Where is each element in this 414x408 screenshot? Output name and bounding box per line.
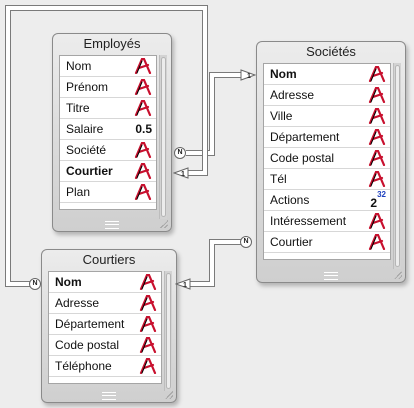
field-row[interactable]: Salaire 0.5 xyxy=(60,119,156,140)
field-name: Adresse xyxy=(55,296,100,310)
field-row[interactable]: Courtier xyxy=(60,161,156,182)
field-name: Nom xyxy=(270,67,297,81)
field-name: Adresse xyxy=(270,88,315,102)
many-marker[interactable]: N xyxy=(240,236,252,248)
alpha-type-icon xyxy=(368,107,386,125)
field-name: Plan xyxy=(66,185,91,199)
integer-type-icon: 232 xyxy=(370,190,386,210)
field-name: Département xyxy=(55,317,125,331)
field-row[interactable]: Nom xyxy=(49,272,161,293)
alpha-type-icon xyxy=(139,336,157,354)
alpha-type-icon xyxy=(134,57,152,75)
alpha-type-icon xyxy=(139,357,157,375)
field-row[interactable]: Tél xyxy=(264,169,390,190)
svg-text:1: 1 xyxy=(247,73,251,80)
table-title: Employés xyxy=(83,36,141,51)
field-row[interactable]: Adresse xyxy=(49,293,161,314)
field-row[interactable]: Département xyxy=(49,314,161,335)
one-arrow-icon[interactable]: 1 xyxy=(240,69,256,81)
alpha-type-icon xyxy=(134,78,152,96)
field-name: Téléphone xyxy=(55,359,112,373)
field-name: Code postal xyxy=(55,338,120,352)
field-name: Actions xyxy=(270,193,310,207)
field-name: Nom xyxy=(66,59,92,73)
field-name: Salaire xyxy=(66,122,104,136)
field-row[interactable]: Nom xyxy=(60,56,156,77)
resize-grip[interactable] xyxy=(394,271,402,279)
field-name: Tél xyxy=(270,172,287,186)
scrollbar[interactable] xyxy=(393,63,401,269)
alpha-type-icon xyxy=(134,99,152,117)
alpha-type-icon xyxy=(368,149,386,167)
field-name: Prénom xyxy=(66,80,109,94)
svg-text:1: 1 xyxy=(181,171,185,178)
svg-text:1: 1 xyxy=(183,282,187,289)
resize-grip[interactable] xyxy=(165,391,173,399)
field-row[interactable]: Adresse xyxy=(264,85,390,106)
real-type-icon: 0.5 xyxy=(135,122,152,136)
table-title: Sociétés xyxy=(306,44,356,59)
field-row[interactable]: Titre xyxy=(60,98,156,119)
field-row[interactable]: Prénom xyxy=(60,77,156,98)
field-row[interactable]: Code postal xyxy=(264,148,390,169)
field-row[interactable]: Courtier xyxy=(264,232,390,253)
field-name: Titre xyxy=(66,101,90,115)
field-row[interactable]: Téléphone xyxy=(49,356,161,377)
many-marker[interactable]: N xyxy=(174,147,186,159)
field-name: Société xyxy=(66,143,107,157)
alpha-type-icon xyxy=(134,183,152,201)
field-row[interactable]: Ville xyxy=(264,106,390,127)
alpha-type-icon xyxy=(139,294,157,312)
field-name: Ville xyxy=(270,109,293,123)
alpha-type-icon xyxy=(368,233,386,251)
alpha-type-icon xyxy=(134,162,152,180)
scrollbar[interactable] xyxy=(159,55,167,219)
resize-grip[interactable] xyxy=(160,220,168,228)
one-arrow-icon[interactable]: 1 xyxy=(173,167,189,179)
resize-handle[interactable] xyxy=(324,272,338,280)
alpha-type-icon xyxy=(139,273,157,291)
alpha-type-icon xyxy=(368,86,386,104)
alpha-type-icon xyxy=(368,170,386,188)
field-row[interactable]: Plan xyxy=(60,182,156,203)
field-row[interactable]: Département xyxy=(264,127,390,148)
field-name: Courtier xyxy=(66,164,113,178)
resize-handle[interactable] xyxy=(102,392,116,400)
alpha-type-icon xyxy=(134,141,152,159)
field-row[interactable]: Nom xyxy=(264,64,390,85)
many-marker[interactable]: N xyxy=(29,278,41,290)
resize-handle[interactable] xyxy=(105,221,119,229)
one-arrow-icon[interactable]: 1 xyxy=(175,278,191,290)
alpha-type-icon xyxy=(368,212,386,230)
scrollbar[interactable] xyxy=(164,271,172,391)
alpha-type-icon xyxy=(139,315,157,333)
field-row[interactable]: Société xyxy=(60,140,156,161)
table-title: Courtiers xyxy=(82,252,136,267)
field-name: Département xyxy=(270,130,340,144)
field-row[interactable]: Actions 232 xyxy=(264,190,390,211)
field-row[interactable]: Intéressement xyxy=(264,211,390,232)
field-name: Courtier xyxy=(270,235,313,249)
field-name: Intéressement xyxy=(270,214,347,228)
alpha-type-icon xyxy=(368,65,386,83)
alpha-type-icon xyxy=(368,128,386,146)
field-name: Code postal xyxy=(270,151,335,165)
field-name: Nom xyxy=(55,275,82,289)
field-row[interactable]: Code postal xyxy=(49,335,161,356)
